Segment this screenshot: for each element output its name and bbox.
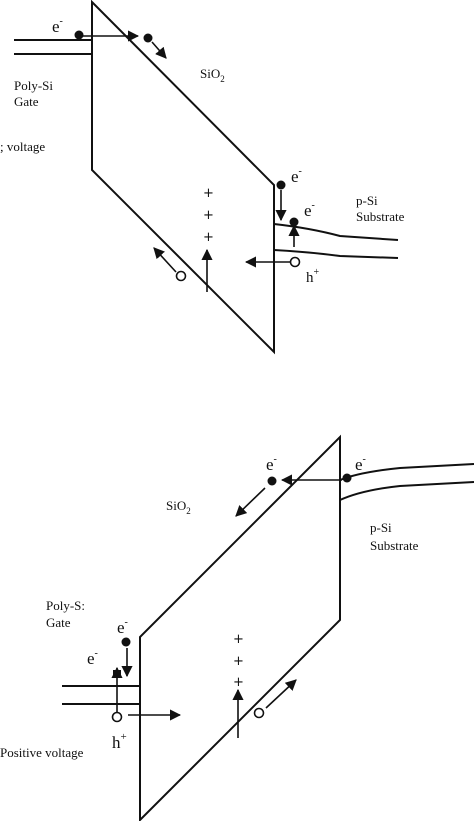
top-band-diagram <box>14 0 399 355</box>
top-substrate-label-1: p-Si <box>356 193 378 208</box>
bottom-hole-label: h+ <box>112 731 127 752</box>
bottom-electron-oxide <box>267 476 277 486</box>
top-plus-1: + <box>203 186 214 201</box>
top-gate-label-1: Poly-Si <box>14 78 53 93</box>
top-plus-2: + <box>203 208 214 223</box>
bottom-plus-2: + <box>233 654 244 669</box>
top-electron-label-interface: e- <box>291 166 302 186</box>
bottom-electron-gate-high <box>121 637 131 647</box>
bottom-arrows <box>111 474 342 738</box>
top-arrow-hole-drift <box>153 247 177 273</box>
bottom-voltage-label: Positive voltage <box>0 745 84 760</box>
bottom-hole-gate <box>111 711 123 723</box>
bottom-particles <box>111 473 352 723</box>
top-electron-oxide <box>143 33 153 43</box>
bottom-gate-label-2: Gate <box>46 615 71 630</box>
bottom-electron-label-gate-high: e- <box>117 617 128 637</box>
top-electron-label-gate: e- <box>52 16 63 36</box>
bottom-oxide-label: SiO2 <box>166 498 191 516</box>
bottom-labels: SiO2 p-Si Substrate Poly-S: Gate Positiv… <box>0 454 419 760</box>
top-arrow-drift-down <box>151 41 167 59</box>
bottom-electron-label-gate-low: e- <box>87 648 98 668</box>
bottom-substrate-band-lower <box>339 481 474 501</box>
top-electron-interface <box>276 180 286 190</box>
top-hole-oxide <box>175 270 187 282</box>
bottom-gate-label-1: Poly-S: <box>46 598 85 613</box>
top-substrate-band-upper <box>273 223 399 241</box>
top-plus-3: + <box>203 230 214 245</box>
bottom-electron-label-substrate: e- <box>355 454 366 474</box>
top-substrate-band-lower <box>273 249 399 259</box>
top-arrows <box>82 30 300 292</box>
bottom-electron-substrate <box>342 473 352 483</box>
top-labels: Poly-Si Gate ; voltage SiO2 p-Si Substra… <box>0 16 405 286</box>
bottom-plus-1: + <box>233 632 244 647</box>
top-voltage-label: ; voltage <box>0 139 45 154</box>
bottom-substrate-label-2: Substrate <box>370 538 419 553</box>
top-electron-substrate <box>289 217 299 227</box>
bottom-electron-gate-low <box>113 670 121 678</box>
top-oxide-barrier <box>91 0 275 355</box>
bottom-arrow-hole-drift <box>265 679 297 709</box>
bottom-oxide-barrier <box>139 434 341 821</box>
top-particles <box>74 30 301 282</box>
bottom-arrow-electron-drift <box>235 487 266 517</box>
bottom-plus-3: + <box>233 675 244 690</box>
top-hole-substrate <box>289 256 301 268</box>
top-gate-label-2: Gate <box>14 94 39 109</box>
top-oxide-label: SiO2 <box>200 66 225 84</box>
top-substrate-label-2: Substrate <box>356 209 405 224</box>
bottom-substrate-label-1: p-Si <box>370 520 392 535</box>
top-electron-gate <box>74 30 84 40</box>
bottom-electron-label-oxide: e- <box>266 454 277 474</box>
top-hole-label: h+ <box>306 267 320 286</box>
top-electron-label-substrate: e- <box>304 200 315 220</box>
bottom-hole-oxide <box>253 707 265 719</box>
